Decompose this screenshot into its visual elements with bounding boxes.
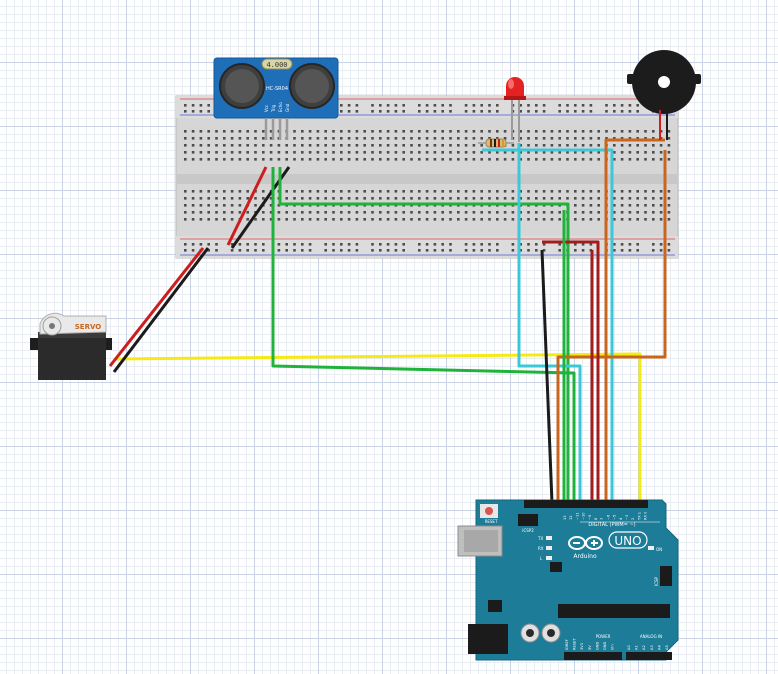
pin-label: 12 <box>569 515 573 520</box>
brand-label: Arduino <box>573 553 597 560</box>
digital-header <box>524 500 648 508</box>
model-label: UNO <box>614 534 641 548</box>
breadboard-holes <box>184 104 671 252</box>
sensor-pin-labels: Vcc Trig Echo Gnd <box>264 102 290 113</box>
servo-motor[interactable]: SERVO <box>30 312 112 380</box>
pin-label: ~6 <box>606 514 610 520</box>
breadboard[interactable] <box>175 95 679 259</box>
pin-label: A4 <box>657 645 661 650</box>
arduino-logo <box>568 536 603 550</box>
pin-label: A5 <box>665 645 669 650</box>
wire-led-1 <box>517 143 582 503</box>
pin-label: 7 <box>600 518 604 520</box>
on-label: ON <box>656 547 662 552</box>
sensor-pins <box>264 118 289 140</box>
pin-label: Vin <box>611 644 615 650</box>
pin-label: TX 1 <box>637 512 641 521</box>
pin-label: A3 <box>650 645 654 650</box>
analog-label: ANALOG IN <box>640 634 662 639</box>
wire-sensor-echo <box>278 167 570 503</box>
icsp2-header <box>518 514 538 526</box>
digital-label: DIGITAL (PWM= ~) <box>588 522 635 528</box>
tx-label: TX <box>537 536 543 541</box>
pin-label: RX 0 <box>644 511 648 520</box>
wire-sensor-trig <box>271 167 576 503</box>
wire-rail-gnd <box>540 249 554 504</box>
pin-label: ~11 <box>575 512 579 520</box>
pin-label: ~9 <box>588 514 592 520</box>
wire-buzzer-1 <box>604 138 665 503</box>
pin-label: 5V <box>588 645 592 650</box>
power-jack <box>468 624 508 654</box>
sensor-crystal-label: 4.000 <box>266 61 287 69</box>
pin-label: A0 <box>627 645 631 650</box>
pin-label: 2 <box>631 518 635 520</box>
icsp-label: ICSP <box>654 576 659 586</box>
uno-badge <box>608 531 648 549</box>
sensor-pin-label: Trig <box>271 104 276 113</box>
wire-buzzer-2 <box>556 150 667 503</box>
pin-label: A1 <box>635 645 639 650</box>
red-led[interactable] <box>504 77 526 142</box>
sensor-model-label: HC-SR04 <box>266 86 288 92</box>
icsp2-label: ICSP2 <box>522 528 534 533</box>
sensor-pin-label: Gnd <box>285 103 290 112</box>
pin-label: GND <box>603 642 607 650</box>
pin-label: RESET <box>573 638 577 650</box>
wire-servo-power <box>108 247 205 367</box>
pin-label: IOREF <box>565 639 569 650</box>
wire-servo-ground <box>112 247 210 373</box>
pin-label: 13 <box>563 515 567 520</box>
ultrasonic-sensor[interactable]: 4.000 HC-SR04 Vcc Trig Echo Gnd <box>213 57 339 140</box>
pin-label: ~3 <box>625 515 629 520</box>
pin-label: 3V3 <box>580 643 584 650</box>
pin-label: 4 <box>619 517 623 520</box>
power-label: POWER <box>596 634 611 639</box>
wire-sensor-vcc <box>226 166 268 246</box>
atmega-chip <box>558 604 670 618</box>
sensor-pin-label: Echo <box>278 102 283 112</box>
pin-label: ~5 <box>613 515 617 520</box>
pin-label: GND <box>595 642 599 650</box>
reset-label: RESET <box>485 519 498 524</box>
servo-label: SERVO <box>75 323 102 331</box>
rx-label: RX <box>538 546 544 551</box>
analog-header <box>626 652 672 660</box>
l-label: L <box>540 556 543 561</box>
resistor[interactable] <box>478 138 514 148</box>
power-header <box>564 652 622 660</box>
pin-label: A2 <box>642 645 646 650</box>
pin-label: ~10 <box>582 512 586 520</box>
icsp-header <box>660 566 672 586</box>
wire-led-2 <box>482 148 614 660</box>
pin-label: 8 <box>594 517 598 520</box>
wire-servo-signal <box>113 352 642 500</box>
sensor-pin-label: Vcc <box>264 105 269 112</box>
piezo-buzzer[interactable] <box>627 50 701 140</box>
